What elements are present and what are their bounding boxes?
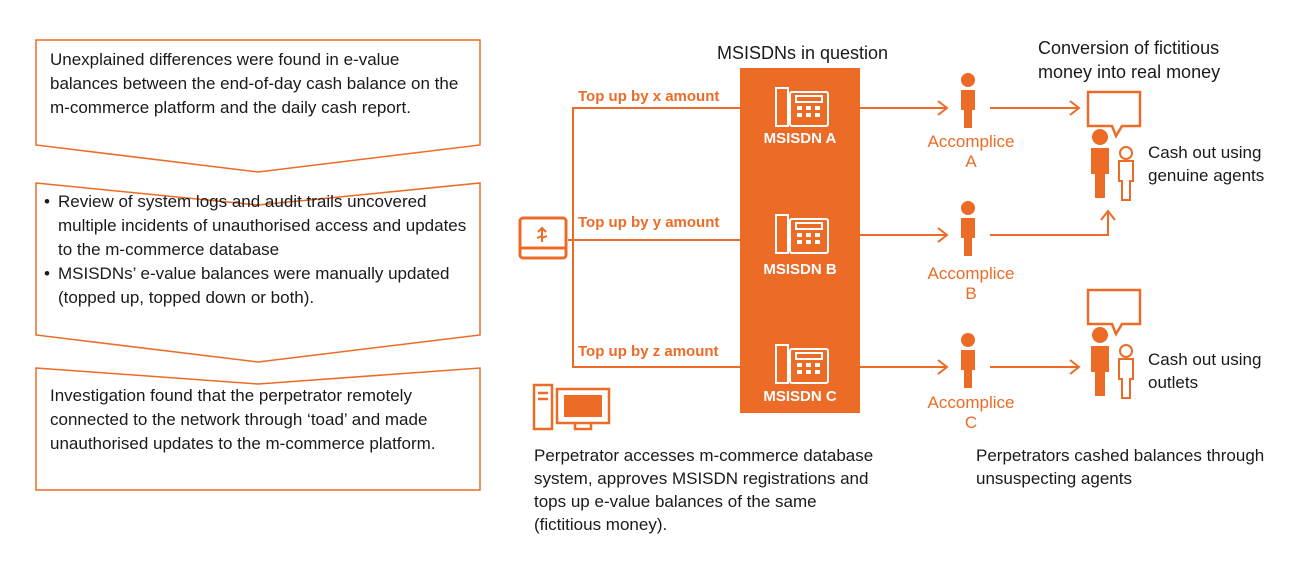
accomplice-arrows [860, 100, 949, 375]
topup-label-y: Top up by y amount [578, 214, 720, 231]
person-icon [961, 73, 975, 128]
msisdn-c-label: MSISDN C [763, 388, 837, 405]
msisdn-title: MSISDNs in question [717, 43, 889, 63]
agent-group-icon [1086, 288, 1142, 399]
conversion-title: Conversion of fictitious money into real… [1038, 38, 1221, 82]
desk-phone-icon [775, 344, 829, 384]
cashout-arrows [990, 100, 1116, 375]
msisdn-a-label: MSISDN A [763, 130, 837, 147]
step1-text: Unexplained differences were found in e-… [50, 50, 459, 117]
step1-box [35, 39, 481, 173]
desk-phone-icon [775, 87, 829, 127]
msisdn-b-label: MSISDN B [763, 261, 837, 278]
cashout-genuine-label: Cash out using genuine agents [1148, 143, 1265, 185]
person-icon [961, 201, 975, 256]
agent-group-icon [1086, 90, 1142, 201]
computer-icon [532, 383, 611, 431]
topup-label-z: Top up by z amount [578, 343, 719, 360]
topup-connectors [568, 107, 740, 368]
perpetrator-caption: Perpetrator accesses m-commerce database… [534, 446, 874, 534]
step3-box [35, 367, 481, 491]
list-item: MSISDNs’ e-value balances were manually … [44, 262, 470, 310]
list-item: Review of system logs and audit trails u… [44, 190, 470, 262]
person-icon [961, 333, 975, 388]
cashout-outlets-label: Cash out using outlets [1148, 350, 1262, 392]
agents-caption: Perpetrators cashed balances through uns… [976, 446, 1265, 488]
usb-drive-icon [518, 216, 568, 260]
step3-text: Investigation found that the perpetrator… [50, 386, 436, 453]
topup-label-x: Top up by x amount [578, 88, 720, 105]
step2-list: Review of system logs and audit trails u… [44, 190, 470, 310]
desk-phone-icon [775, 214, 829, 254]
